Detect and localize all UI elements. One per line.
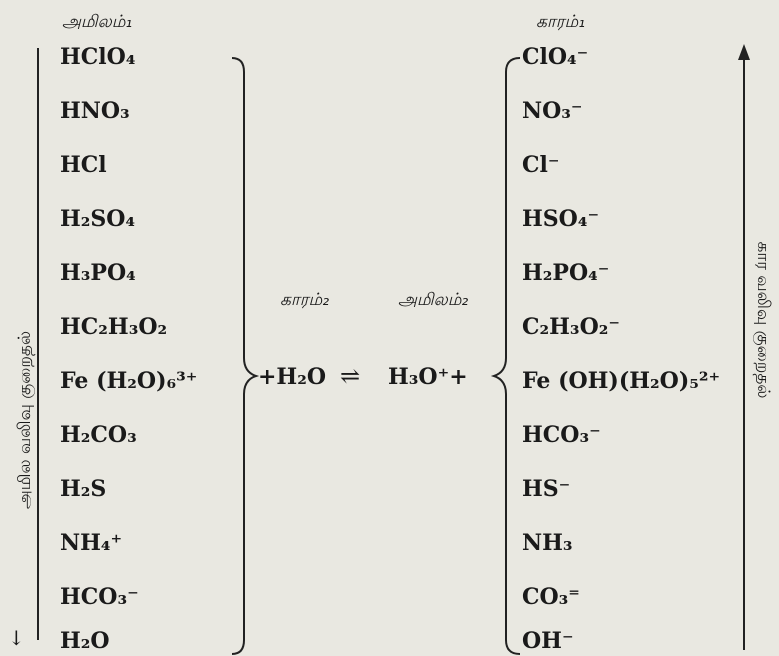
up-arrow-icon <box>738 44 750 60</box>
left-curly-brace <box>231 57 260 655</box>
equation-hydronium: H₃O⁺+ <box>388 364 468 390</box>
acid-item: H₂CO₃ <box>60 422 137 448</box>
base-item: Cl⁻ <box>522 152 560 178</box>
base-item: Fe (OH)(H₂O)₅²⁺ <box>522 368 721 394</box>
equation-water: +H₂O <box>258 364 327 390</box>
equilibrium-arrow-icon: ⇌ <box>340 362 361 390</box>
base-item: CO₃⁼ <box>522 584 580 610</box>
base2-header: காரம்₂ <box>280 290 330 310</box>
acid-item: HClO₄ <box>60 44 136 70</box>
acid-item: HCl <box>60 152 107 178</box>
base-item: H₂PO₄⁻ <box>522 260 610 286</box>
acid-item: H₂S <box>60 476 107 502</box>
acid-item: HCO₃⁻ <box>60 584 139 610</box>
acid-item: HNO₃ <box>60 98 130 124</box>
acid-item: H₃PO₄ <box>60 260 136 286</box>
base-item: ClO₄⁻ <box>522 44 589 70</box>
base-item: HCO₃⁻ <box>522 422 601 448</box>
acid2-header: அமிலம்₂ <box>398 290 469 310</box>
base1-header: காரம்₁ <box>536 12 586 32</box>
acid-item: HC₂H₃O₂ <box>60 314 168 340</box>
acid-item: H₂SO₄ <box>60 206 136 232</box>
acid-item: H₂O <box>60 628 110 654</box>
acid1-header: அமிலம்₁ <box>62 12 133 32</box>
base-item: HS⁻ <box>522 476 571 502</box>
base-item: NO₃⁻ <box>522 98 583 124</box>
base-item: HSO₄⁻ <box>522 206 600 232</box>
acid-item: Fe (H₂O)₆³⁺ <box>60 368 198 394</box>
base-item: C₂H₃O₂⁻ <box>522 314 620 340</box>
base-item: NH₃ <box>522 530 573 556</box>
acid-item: NH₄⁺ <box>60 530 123 556</box>
right-curly-brace <box>490 57 521 655</box>
base-item: OH⁻ <box>522 628 574 654</box>
down-arrow-icon: ↓ <box>8 626 25 650</box>
